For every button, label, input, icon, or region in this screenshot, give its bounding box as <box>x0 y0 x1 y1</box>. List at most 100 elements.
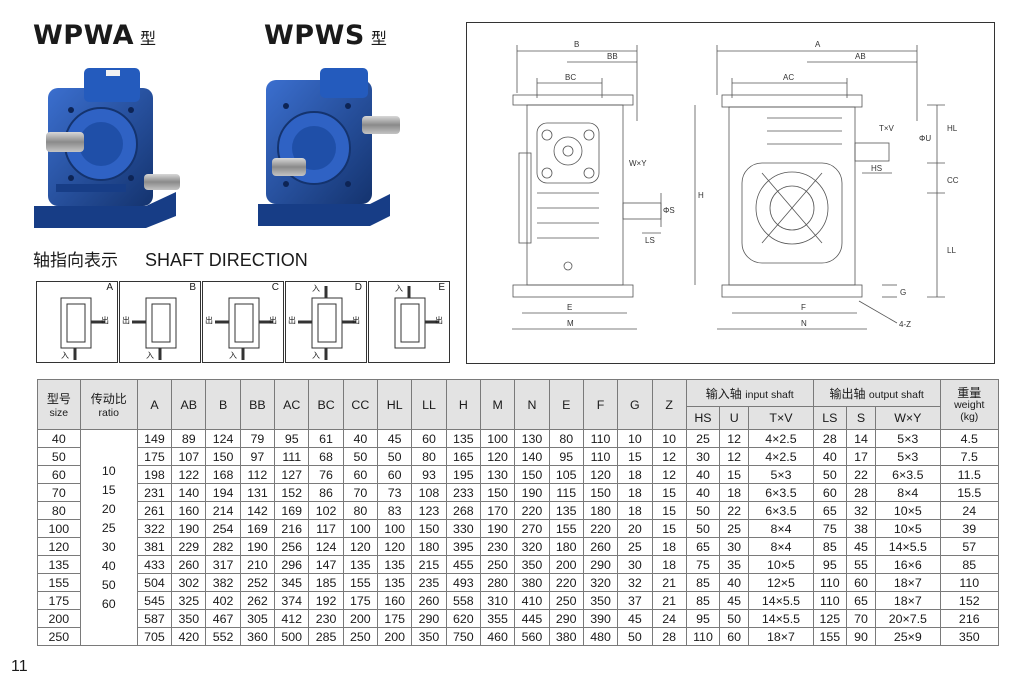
dim-cell: 587 <box>136 609 173 628</box>
input-shaft-cell: 50 <box>685 519 721 538</box>
input-shaft-cell: 10×5 <box>748 555 814 574</box>
input-shaft-cell: 25 <box>719 519 750 538</box>
input-shaft-cell: 22 <box>719 501 750 520</box>
input-shaft-cell: 50 <box>719 609 750 628</box>
output-shaft-cell: 18×7 <box>875 573 941 592</box>
dim-cell: 467 <box>205 609 241 628</box>
dim-cell: 350 <box>171 609 207 628</box>
dim-cell: 175 <box>377 609 413 628</box>
in-label: 入 <box>312 284 320 293</box>
dim-cell: 350 <box>411 627 447 646</box>
dim-cell: 412 <box>274 609 310 628</box>
dim-label-hs: HS <box>871 164 882 173</box>
header-ratio-cn: 传动比 <box>90 392 127 406</box>
dim-cell: 115 <box>548 483 584 502</box>
dim-cell: 260 <box>411 591 447 610</box>
dim-cell: 12 <box>651 447 687 466</box>
dim-cell: 10 <box>651 429 687 448</box>
dim-cell: 86 <box>308 483 344 502</box>
weight-cell: 57 <box>939 537 1000 556</box>
output-shaft-cell: 32 <box>845 501 877 520</box>
dim-label-a: A <box>815 40 821 49</box>
size-cell: 175 <box>37 591 81 610</box>
dim-label-cc: CC <box>947 176 959 185</box>
dim-cell: 220 <box>582 519 619 538</box>
header-output-shaft: 输出轴 output shaft <box>812 379 941 407</box>
dim-cell: 108 <box>411 483 447 502</box>
dim-cell: 254 <box>205 519 241 538</box>
out-label: 出 <box>435 316 443 325</box>
dim-cell: 60 <box>411 429 447 448</box>
dim-cell: 102 <box>308 501 344 520</box>
dim-cell: 28 <box>651 627 687 646</box>
size-cell: 80 <box>37 501 81 520</box>
output-shaft-cell: 10×5 <box>875 501 941 520</box>
size-cell: 50 <box>37 447 81 466</box>
input-shaft-cell: 6×3.5 <box>748 501 814 520</box>
dim-label-phis: ΦS <box>663 206 675 215</box>
dim-cell: 149 <box>136 429 173 448</box>
dim-label-m: M <box>567 319 574 328</box>
dim-cell: 135 <box>445 429 481 448</box>
dim-cell: 320 <box>514 537 550 556</box>
dim-cell: 290 <box>411 609 447 628</box>
dim-cell: 545 <box>136 591 173 610</box>
ratio-value: 10 <box>101 463 116 478</box>
dim-cell: 100 <box>479 429 516 448</box>
dim-cell: 493 <box>445 573 481 592</box>
size-cell: 60 <box>37 465 81 484</box>
header-dim: H <box>445 379 481 430</box>
header-dim: CC <box>342 379 379 430</box>
header-dim: AB <box>171 379 207 430</box>
in-label: 入 <box>312 351 320 360</box>
size-cell: 40 <box>37 429 81 448</box>
dim-cell: 560 <box>514 627 550 646</box>
dim-cell: 155 <box>342 573 379 592</box>
weight-cell: 110 <box>939 573 1000 592</box>
dim-cell: 147 <box>308 555 344 574</box>
dim-cell: 175 <box>136 447 173 466</box>
dim-label-ac: AC <box>783 73 794 82</box>
direction-box-e: E 入 出 <box>368 281 450 363</box>
direction-box-c: C 出 出 入 <box>202 281 284 363</box>
size-cell: 100 <box>37 519 81 538</box>
dim-cell: 127 <box>274 465 310 484</box>
dim-cell: 107 <box>171 447 207 466</box>
dim-cell: 235 <box>411 573 447 592</box>
dim-cell: 220 <box>548 573 584 592</box>
header-dim: BC <box>308 379 344 430</box>
output-shaft-cell: 22 <box>845 465 877 484</box>
input-shaft-cell: 95 <box>685 609 721 628</box>
header-dim: F <box>582 379 619 430</box>
output-shaft-cell: 38 <box>845 519 877 538</box>
dim-cell: 97 <box>239 447 276 466</box>
dim-cell: 76 <box>308 465 344 484</box>
dim-cell: 120 <box>479 447 516 466</box>
ratio-value: 15 <box>101 482 116 497</box>
dim-cell: 290 <box>582 555 619 574</box>
dim-cell: 750 <box>445 627 481 646</box>
weight-cell: 4.5 <box>939 429 1000 448</box>
dim-cell: 296 <box>274 555 310 574</box>
direction-box-a: A 出 入 <box>36 281 118 363</box>
input-shaft-cell: 18 <box>719 483 750 502</box>
size-cell: 155 <box>37 573 81 592</box>
weight-cell: 15.5 <box>939 483 1000 502</box>
dim-cell: 135 <box>377 573 413 592</box>
dim-label-txv: T×V <box>879 124 895 133</box>
dim-cell: 350 <box>582 591 619 610</box>
input-shaft-cell: 12×5 <box>748 573 814 592</box>
dimension-drawing: B BB BC W×Y ΦS LS H E M A AB AC T×V ΦU H… <box>466 22 995 364</box>
dim-cell: 15 <box>651 519 687 538</box>
direction-letter: B <box>189 282 196 293</box>
header-size-cn: 型号 <box>46 392 71 406</box>
header-input-col: U <box>719 406 750 430</box>
input-shaft-cell: 65 <box>685 537 721 556</box>
ratio-value: 60 <box>101 596 116 611</box>
dim-cell: 160 <box>377 591 413 610</box>
header-ratio-en: ratio <box>98 407 119 419</box>
dim-cell: 142 <box>239 501 276 520</box>
